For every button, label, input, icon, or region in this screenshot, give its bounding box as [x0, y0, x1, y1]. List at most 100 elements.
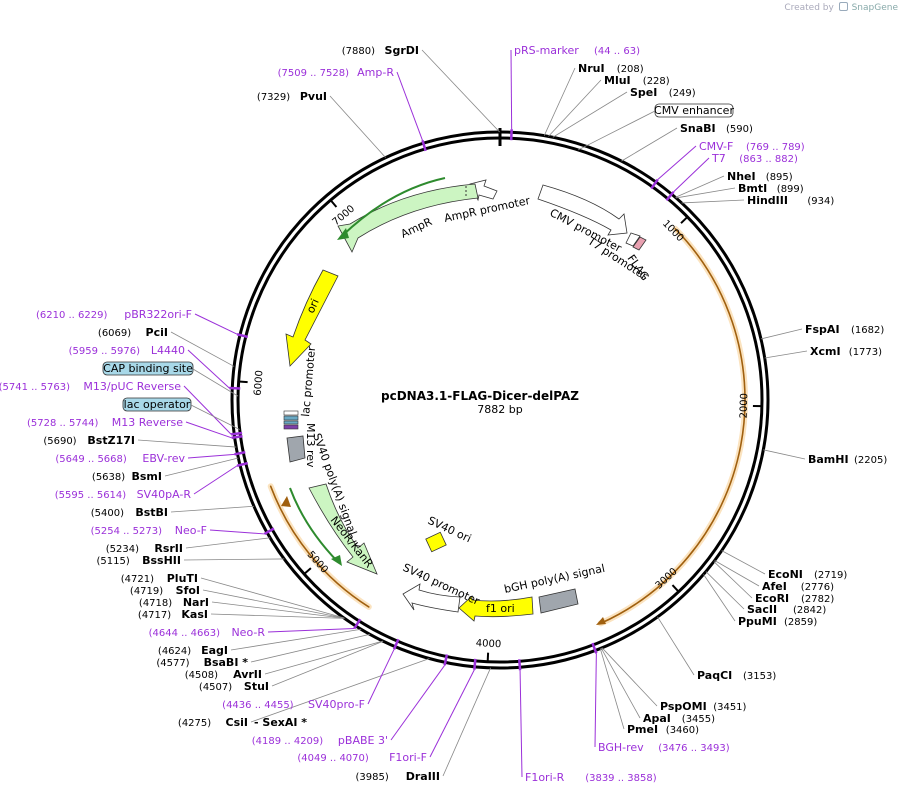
neo-orf-arc: [269, 485, 370, 608]
sv40-promoter-arrow: [402, 583, 461, 613]
enzyme-name: SacII: [747, 603, 777, 616]
enzyme-leader: [264, 640, 384, 675]
enzyme-position: (228): [643, 76, 670, 87]
ori-arrow: [285, 269, 339, 367]
lac-promoter-mark: [283, 410, 299, 416]
neo-orf-arrowhead: [281, 496, 291, 507]
feature-box-leader: [190, 404, 240, 430]
orf-arcs-layer: [267, 225, 748, 627]
enzyme-position: (5400): [91, 508, 124, 519]
primer-leader: [390, 664, 446, 741]
enzyme-leader: [552, 91, 628, 138]
primer-name: Neo-F: [175, 524, 207, 537]
enzyme-position: (3153): [743, 671, 776, 682]
enzyme-name: RsrII: [154, 542, 183, 555]
enzyme-name: BsaBI *: [204, 656, 249, 669]
enzyme-name: NheI: [727, 170, 756, 183]
enzyme-leader: [657, 616, 695, 676]
primer-position: (3839 .. 3858): [585, 773, 657, 784]
enzyme-leader: [621, 127, 678, 162]
enzyme-name: FspAI: [805, 323, 840, 336]
enzyme-leader: [183, 558, 285, 561]
m13-rev-label: M13 rev: [304, 423, 317, 468]
enzyme-name: EagI: [201, 644, 228, 657]
watermark: Created by SnapGene: [784, 2, 898, 13]
primer-leader: [185, 421, 232, 439]
enzyme-position: (4508): [185, 670, 218, 681]
ampr-inner-arrowhead: [337, 228, 349, 240]
primer-position: (5728 .. 5744): [27, 418, 99, 429]
enzyme-leader: [675, 187, 736, 199]
enzyme-leader: [170, 331, 235, 367]
primer-name: pRS-marker: [514, 44, 579, 57]
primer-leader: [396, 71, 423, 141]
primer-leader: [367, 649, 395, 705]
dicer-orf-halo: [597, 225, 748, 627]
enzyme-position: (934): [807, 196, 834, 207]
primer-site-mark: [231, 435, 243, 440]
enzyme-position: (5638): [92, 472, 125, 483]
primer-site-mark: [591, 642, 598, 654]
primer-position: (4644 .. 4663): [149, 628, 221, 639]
primer-name: F1ori-F: [389, 751, 427, 764]
primer-name: EBV-rev: [142, 452, 185, 465]
tick-label: 2000: [739, 393, 751, 419]
lac-operator-mark: [283, 420, 299, 425]
enzyme-position: (4577): [156, 658, 189, 669]
enzyme-leader: [548, 79, 602, 137]
enzyme-position: (7880): [342, 46, 375, 57]
watermark-prefix: Created by: [784, 3, 834, 13]
enzyme-name: MluI: [604, 74, 631, 87]
enzyme-position: (1682): [851, 325, 884, 336]
enzyme-name: SnaBI: [680, 122, 716, 135]
enzyme-position: (3985): [356, 772, 389, 783]
primer-name: SV40pro-F: [308, 698, 365, 711]
feature-box-label: lac operator: [124, 398, 191, 411]
feature-box-leader: [577, 110, 656, 151]
primer-site-mark: [665, 191, 675, 202]
enzyme-leader: [713, 561, 753, 599]
dicer-orf-arrowhead: [596, 617, 606, 625]
enzyme-leader: [763, 449, 806, 460]
tick-label: 6000: [253, 370, 266, 396]
primer-leader: [209, 529, 265, 535]
enzyme-position: (2859): [784, 617, 817, 628]
primer-leader: [183, 385, 232, 435]
enzyme-name: CsiI: [226, 716, 248, 729]
enzyme-name: EcoNI: [768, 568, 803, 581]
enzyme-name: NruI: [578, 62, 605, 75]
neor-arrow: [308, 483, 378, 575]
enzyme-leader: [271, 640, 384, 687]
enzyme-leader: [210, 613, 345, 619]
primer-leader: [194, 313, 238, 335]
neor-inner-arrow: [289, 487, 339, 563]
primer-leader: [594, 653, 597, 748]
feature-box-label: CAP binding site: [103, 362, 193, 375]
enzyme-position: (5690): [43, 436, 76, 447]
primer-leader: [187, 349, 230, 389]
feature-box: [122, 397, 192, 412]
bgh-polya-box: [538, 588, 579, 614]
primer-name: SV40pA-R: [137, 488, 192, 501]
primer-name: M13 Reverse: [112, 416, 183, 429]
feature-box: [102, 361, 194, 376]
enzyme-leader: [705, 571, 745, 610]
feature-layer: [283, 177, 647, 622]
enzyme-name: DraIII: [406, 770, 440, 783]
dicer-orf-arc: [599, 228, 746, 625]
enzyme-position: (249): [669, 88, 696, 99]
sv40-polya-box: [286, 435, 306, 463]
enzyme-position: (4275): [178, 718, 211, 729]
f1-ori-label: f1 ori: [486, 602, 515, 615]
ampr-label: AmpR: [399, 215, 435, 241]
enzyme-extra: - SexAI *: [254, 716, 307, 729]
enzyme-position: (2205): [854, 455, 887, 466]
primer-name: Neo-R: [231, 626, 265, 639]
plasmid-size: 7882 bp: [477, 403, 522, 416]
enzyme-name: BmtI: [738, 182, 767, 195]
primer-site-mark: [473, 658, 477, 670]
enzyme-position: (4719): [130, 586, 163, 597]
enzyme-name: PciI: [146, 326, 168, 339]
